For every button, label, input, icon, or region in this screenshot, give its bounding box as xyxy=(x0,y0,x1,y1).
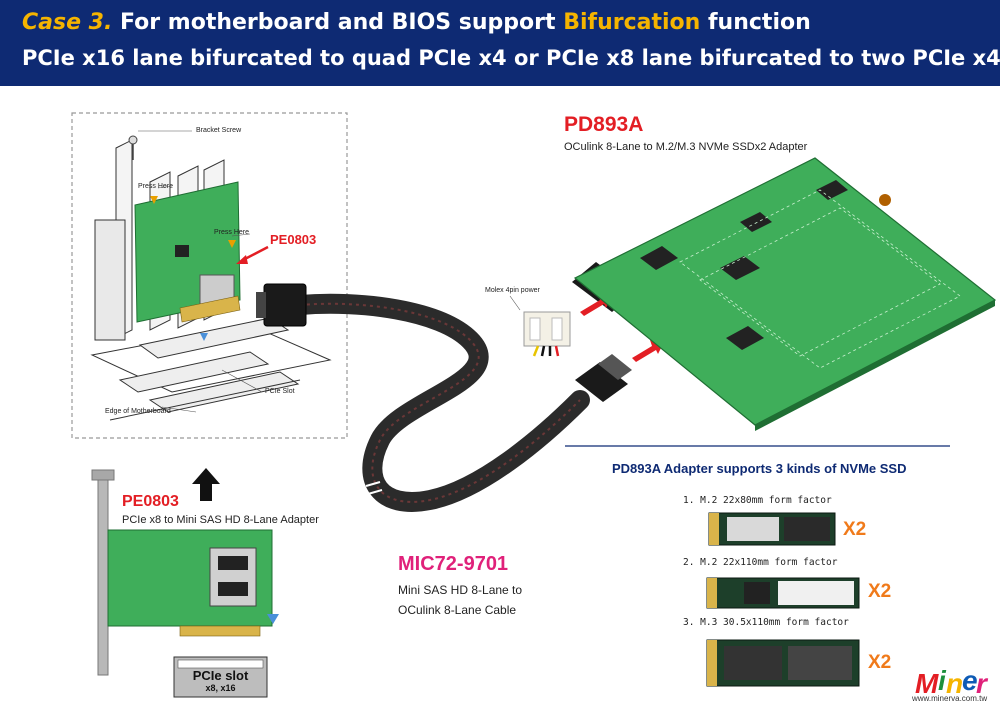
ssd-m3 xyxy=(706,639,860,687)
ssd-label-3: 3. M.3 30.5x110mm form factor xyxy=(683,617,849,628)
svg-text:M: M xyxy=(915,668,939,699)
pd893a-title: PD893A xyxy=(564,113,644,136)
sas-connector xyxy=(199,274,235,306)
svg-text:n: n xyxy=(946,668,963,699)
bifurcation-highlight: Bifurcation xyxy=(563,10,701,35)
cable-desc-2: OCulink 8-Lane Cable xyxy=(398,603,517,617)
bracket-screw-label: Bracket Screw xyxy=(196,127,242,134)
press-arrow-icon xyxy=(228,240,236,248)
ssd-2280 xyxy=(708,512,836,546)
ssd-qty-1: X2 xyxy=(843,519,867,540)
pd893a-supports: PD893A Adapter supports 3 kinds of NVMe … xyxy=(612,461,907,476)
ssd-qty-3: X2 xyxy=(868,652,892,673)
pcie-slot-title: PCIe slot xyxy=(192,668,249,683)
pe0803-desc: PCIe x8 to Mini SAS HD 8-Lane Adapter xyxy=(122,514,319,526)
svg-text:i: i xyxy=(938,665,947,696)
ssd-qty-2: X2 xyxy=(868,581,892,602)
oculink-connector xyxy=(575,362,628,402)
m2-slot-outlines xyxy=(679,189,961,369)
header-line-2: PCIe x16 lane bifurcated to quad PCIe x4… xyxy=(22,46,1000,70)
cable-desc-1: Mini SAS HD 8-Lane to xyxy=(398,583,523,597)
mini-sas-hd-connector xyxy=(263,283,307,327)
pe0803-install-label: PE0803 xyxy=(270,232,317,247)
screw-icon xyxy=(128,135,138,145)
install-illustration-frame xyxy=(71,112,348,439)
header-banner: Case 3. For motherboard and BIOS support… xyxy=(0,0,1000,86)
header-line-1: Case 3. For motherboard and BIOS support… xyxy=(22,10,811,35)
case-label: Case 3. xyxy=(22,10,113,35)
pcie-slot-sub: x8, x16 xyxy=(205,683,236,693)
press-here-label-2: Press Here xyxy=(214,229,250,236)
pd893a-board xyxy=(573,157,997,426)
ssd-label-2: 2. M.2 22x110mm form factor xyxy=(683,557,838,568)
chip xyxy=(175,245,189,257)
pd893a-components xyxy=(640,180,891,350)
press-here-label-1: Press Here xyxy=(138,183,174,190)
up-arrow-icon xyxy=(192,468,220,501)
ssd-label-1: 1. M.2 22x80mm form factor xyxy=(683,495,832,506)
edge-motherboard-label: Edge of Motherboard xyxy=(105,408,171,415)
svg-text:e: e xyxy=(962,665,978,696)
cable-title: MIC72-9701 xyxy=(398,553,509,575)
pe0803-title: PE0803 xyxy=(122,493,179,510)
press-arrow-icon xyxy=(150,196,158,204)
down-arrow-icon xyxy=(267,614,279,624)
pd893a-desc: OCulink 8-Lane to M.2/M.3 NVMe SSDx2 Ada… xyxy=(564,141,808,153)
svg-text:r: r xyxy=(976,668,989,699)
minerva-logo: M i n e r xyxy=(915,665,989,699)
gold-fingers xyxy=(179,295,241,323)
brand-url: www.minerva.com.tw xyxy=(912,694,988,703)
down-arrow-icon xyxy=(200,333,208,341)
pcie-slot-label: PCIe Slot xyxy=(265,388,295,395)
pe0803-card-photo xyxy=(91,469,273,676)
pe0803-pointer xyxy=(242,245,269,262)
ssd-22110 xyxy=(706,577,860,609)
molex-label: Molex 4pin power xyxy=(485,287,540,294)
red-arrow-icon xyxy=(632,340,664,362)
motherboard-drawing xyxy=(90,317,332,421)
